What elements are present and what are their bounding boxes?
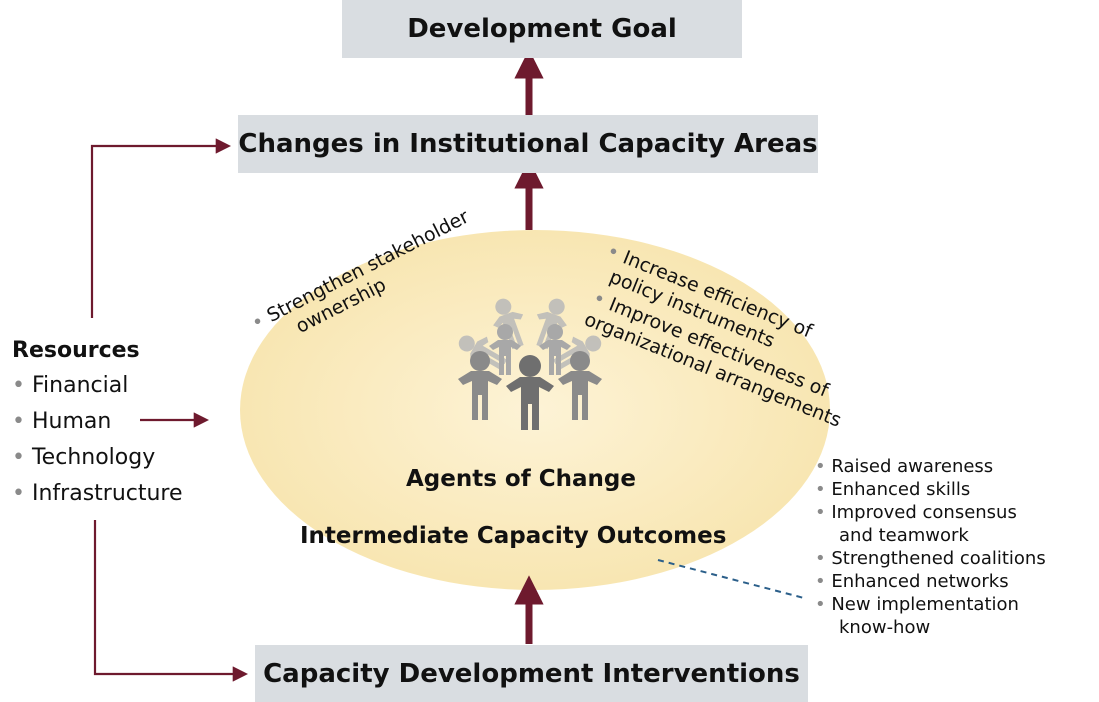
people-circle-icon (458, 298, 602, 430)
outcome-item: • Enhanced networks (815, 571, 1009, 592)
resources-title: Resources (12, 338, 140, 363)
development-goal-label: Development Goal (407, 14, 677, 44)
resource-item: • Infrastructure (12, 481, 183, 506)
resources-to-institutional-connector (90, 138, 232, 318)
resource-item: • Technology (12, 445, 156, 470)
resources-to-interventions-connector (93, 520, 249, 682)
institutional-capacity-box: Changes in Institutional Capacity Areas (238, 115, 818, 173)
development-goal-box: Development Goal (342, 0, 742, 58)
outcome-item: • Strengthened coalitions (815, 548, 1046, 569)
resource-item: • Human (12, 409, 112, 434)
resource-item: • Financial (12, 373, 129, 398)
agents-of-change-label: Agents of Change (406, 466, 636, 492)
institutional-capacity-label: Changes in Institutional Capacity Areas (238, 129, 818, 159)
outcome-item: • Raised awareness (815, 456, 994, 477)
outcomes-callout-dashed-line (657, 559, 805, 599)
outcome-item: • Enhanced skills (815, 479, 971, 500)
interventions-label: Capacity Development Interventions (263, 658, 800, 689)
outcomes-list: • Raised awareness • Enhanced skills • I… (815, 455, 1046, 639)
interventions-box: Capacity Development Interventions (255, 645, 808, 702)
resources-list: • Financial • Human • Technology • Infra… (12, 368, 183, 512)
intermediate-outcomes-label: Intermediate Capacity Outcomes (300, 523, 727, 549)
